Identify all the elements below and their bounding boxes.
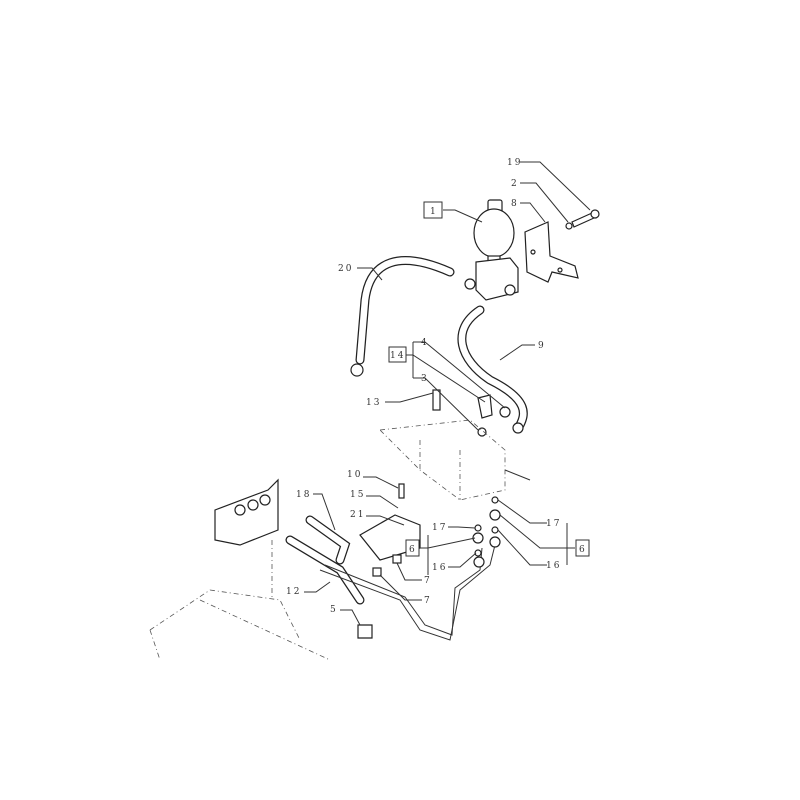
callout-17: 17: [432, 523, 447, 533]
callout-10: 10: [347, 470, 362, 480]
clip-7b: [392, 554, 402, 564]
o-ring: [499, 406, 511, 418]
bracket-8: [524, 221, 579, 283]
elbow-fitting-4: [477, 394, 493, 419]
clamp-5: [357, 624, 373, 639]
callout-6: 6: [579, 545, 587, 555]
hose-20: [350, 256, 455, 377]
callout-17: 17: [546, 519, 561, 529]
callout-6: 6: [409, 545, 417, 555]
callout-8: 8: [511, 199, 519, 209]
callout-2: 2: [511, 179, 519, 189]
hose-9: [457, 305, 528, 434]
leader-lines: [304, 161, 591, 626]
callout-7: 7: [424, 576, 432, 586]
clip-7: [372, 567, 382, 577]
callout-18: 18: [296, 490, 311, 500]
callout-3: 3: [421, 374, 429, 384]
callout-19: 19: [507, 158, 522, 168]
callout-6-box: [405, 539, 420, 557]
callout-4: 4: [421, 338, 429, 348]
callout-1: 1: [430, 207, 438, 217]
control-valve: [379, 419, 531, 501]
callout-16: 16: [546, 561, 561, 571]
callout-13: 13: [366, 398, 381, 408]
callout-16: 16: [432, 563, 447, 573]
fittings-right: [472, 496, 501, 568]
callout-14-box: [388, 346, 407, 363]
callout-21: 21: [350, 510, 365, 520]
callout-9: 9: [538, 341, 546, 351]
callout-20: 20: [338, 264, 353, 274]
callout-6-box: [575, 539, 590, 557]
callout-5: 5: [330, 605, 338, 615]
pipes-12-18: [285, 515, 496, 641]
callout-7: 7: [424, 596, 432, 606]
callout-1-box: [423, 201, 443, 219]
callout-12: 12: [286, 587, 301, 597]
seal-3: [477, 427, 487, 437]
frame: [149, 589, 331, 661]
accumulator: [464, 199, 519, 301]
washer-2: [565, 222, 573, 230]
callout-15: 15: [350, 490, 365, 500]
callout-14: 14: [390, 351, 405, 361]
bolt-19: [571, 209, 600, 228]
bracket-15: [359, 483, 421, 561]
mounting-plate: [214, 478, 279, 600]
adapter-13: [432, 389, 441, 411]
